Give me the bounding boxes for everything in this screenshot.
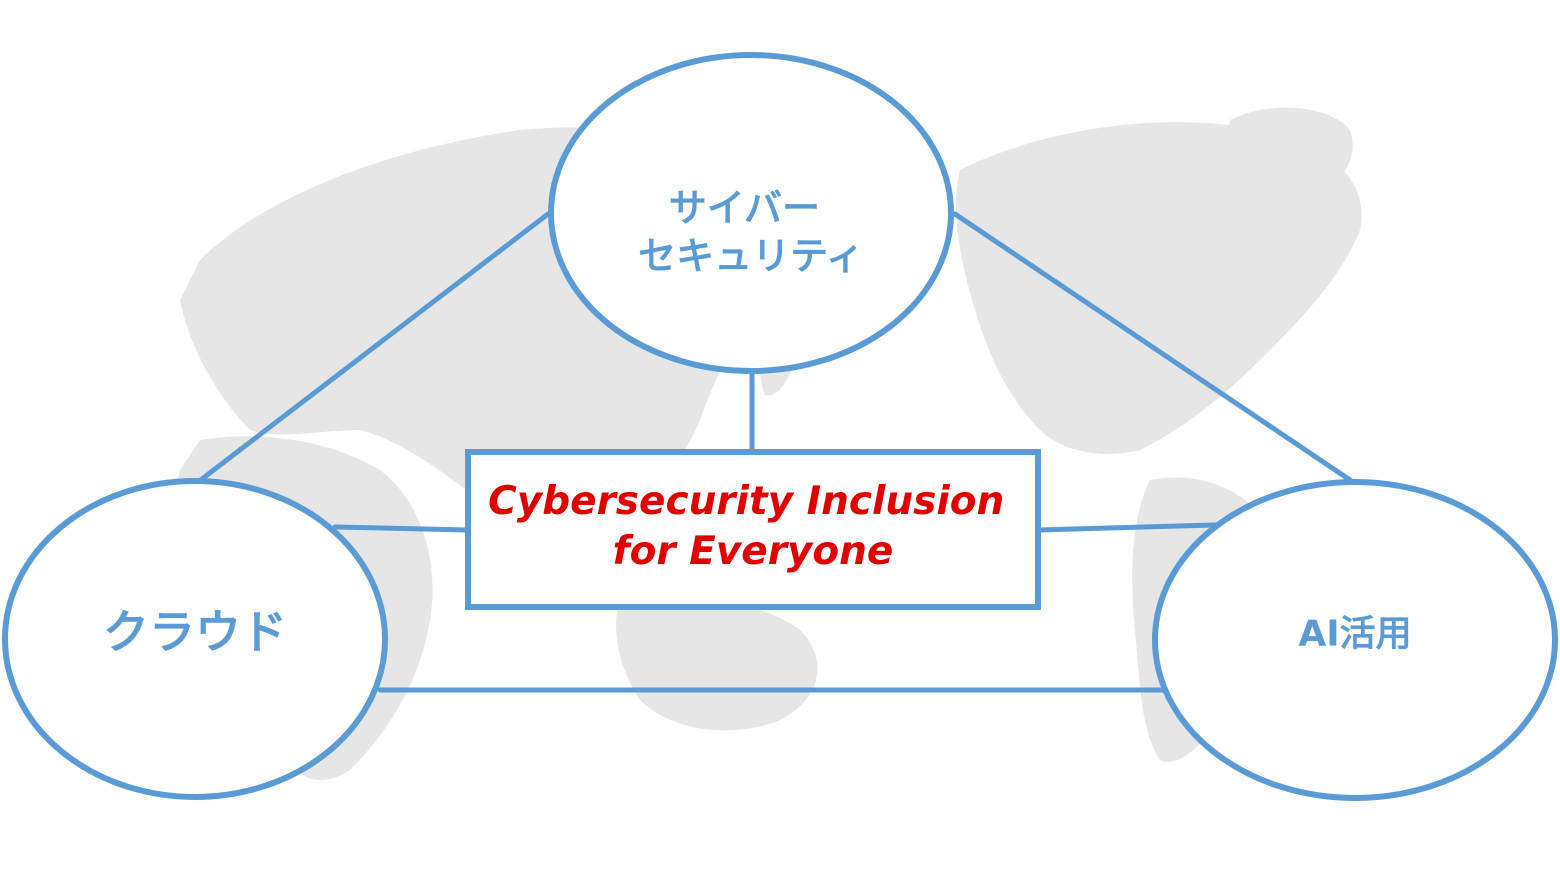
node-ai-label: AI活用: [1298, 614, 1411, 655]
center-text-line-2: for Everyone: [613, 529, 894, 574]
connector-top-right: [952, 211, 1353, 483]
center-box: [465, 449, 1041, 610]
node-cybersecurity: サイバー セキュリティ: [548, 52, 954, 374]
node-ai-circle: [1152, 479, 1558, 801]
node-cybersecurity-line-2: セキュリティ: [638, 234, 864, 278]
center-box-group: Cybersecurity Inclusion for Everyone: [465, 449, 1041, 610]
connector-left-center: [332, 524, 471, 533]
node-ai: AI活用: [1152, 479, 1558, 801]
node-cybersecurity-label: サイバー セキュリティ: [638, 186, 864, 278]
node-cloud-circle: [2, 478, 388, 800]
center-text-line-1: Cybersecurity Inclusion: [488, 479, 1004, 524]
connector-right-center: [1035, 522, 1218, 533]
connector-top-left: [195, 211, 551, 485]
node-cybersecurity-circle: [548, 52, 954, 374]
connectors: [195, 211, 1353, 693]
node-cloud: クラウド: [2, 478, 388, 800]
node-cybersecurity-line-1: サイバー: [669, 186, 820, 230]
node-cloud-label: クラウド: [103, 605, 287, 659]
center-text: Cybersecurity Inclusion for Everyone: [488, 479, 1018, 574]
